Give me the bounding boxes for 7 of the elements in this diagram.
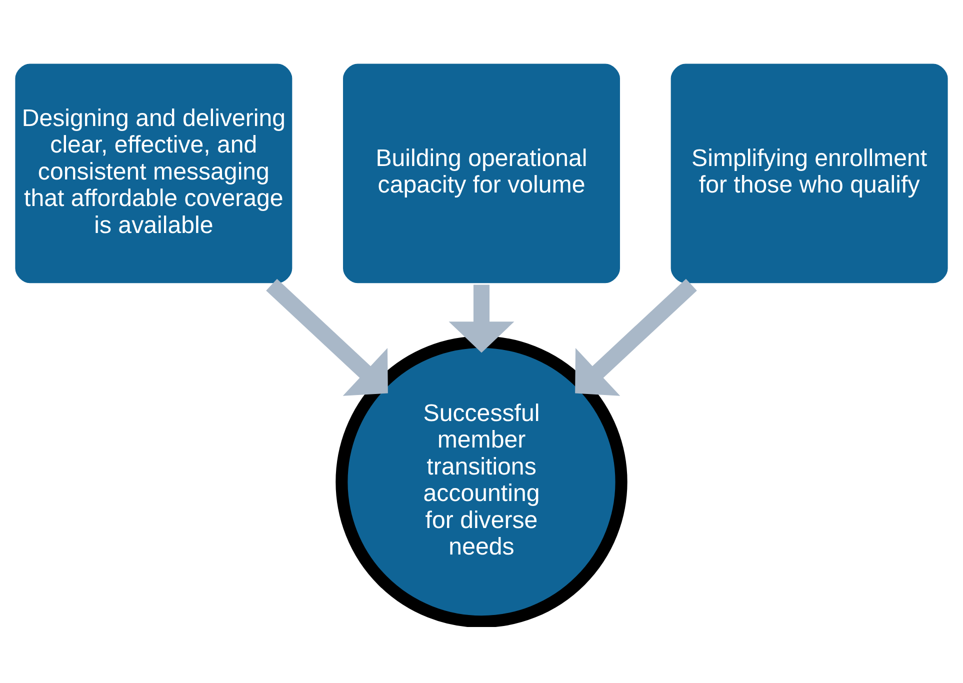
node-box: Building operational capacity for volume: [340, 60, 623, 286]
arrow: [266, 278, 388, 396]
arrow: [448, 284, 514, 352]
node-box: Designing and delivering clear, effective, and consistent messaging that affordable coverage is available: [12, 60, 295, 286]
node-box: Simplifying enrollment for those who qualify: [668, 60, 950, 286]
node-circle: Successful member transitions accounting for diverse needs: [336, 335, 628, 626]
arrow: [575, 278, 697, 396]
